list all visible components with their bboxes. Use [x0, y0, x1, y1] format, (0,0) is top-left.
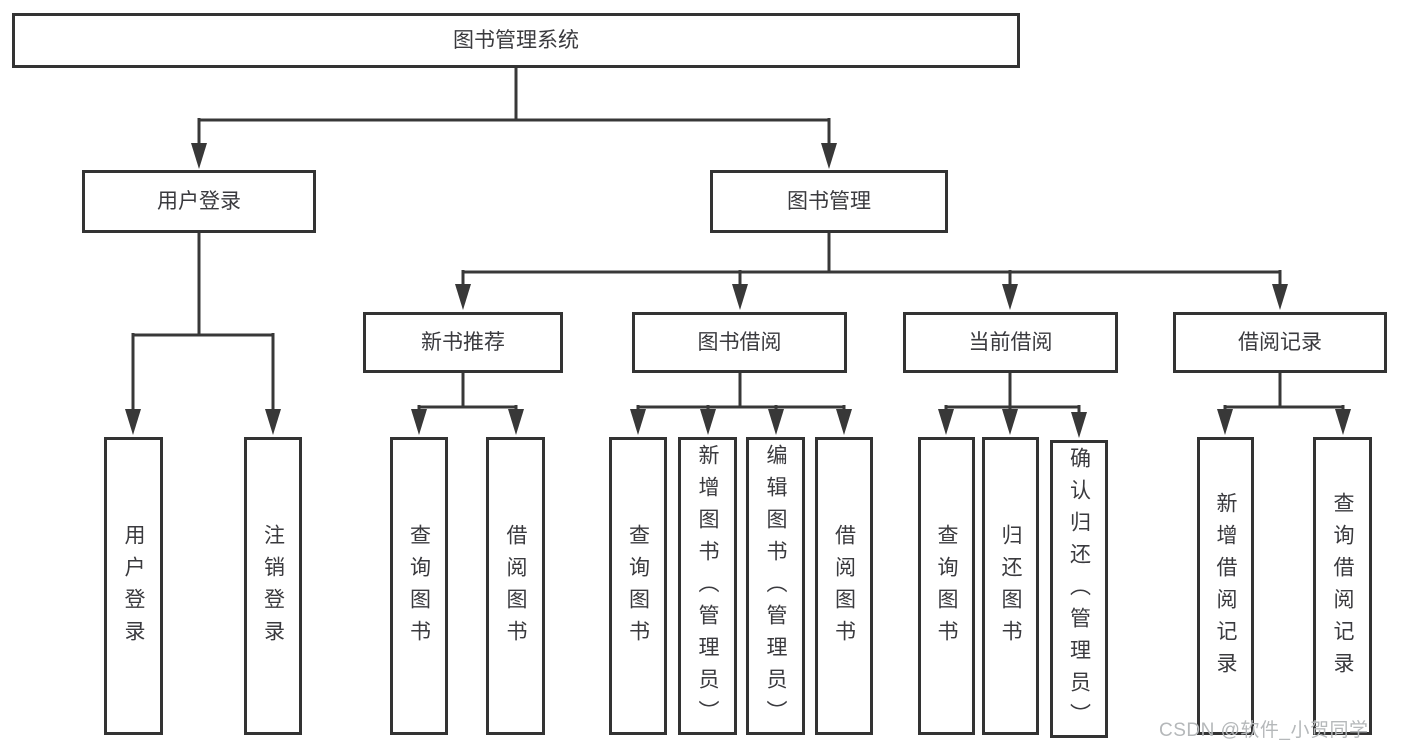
arrowheads-level3-to-leaves	[411, 409, 1351, 438]
node-user-login: 用户登录	[82, 170, 316, 233]
connectors-root-to-level2	[197, 66, 831, 146]
node-book-management: 图书管理	[710, 170, 948, 233]
node-current-borrow: 当前借阅	[903, 312, 1118, 373]
leaf-query-borrow-record: 查询借阅记录	[1313, 437, 1372, 735]
leaf-edit-books-admin: 编辑图书（管理员）	[746, 437, 805, 735]
leaf-borrow-books: 借阅图书	[815, 437, 873, 735]
leaf-query-books-current: 查询图书	[918, 437, 975, 735]
node-borrow-record: 借阅记录	[1173, 312, 1387, 373]
node-root-system: 图书管理系统	[12, 13, 1020, 68]
connectors-user-login-group	[131, 231, 275, 412]
leaf-logout: 注销登录	[244, 437, 302, 735]
csdn-watermark: CSDN @软件_小贺同学	[1159, 720, 1369, 741]
connectors-level3-to-leaves	[417, 371, 1345, 416]
connectors-book-mgmt-to-level3	[461, 231, 1282, 288]
leaf-return-books: 归还图书	[982, 437, 1039, 735]
node-new-book-recommend: 新书推荐	[363, 312, 563, 373]
arrowheads-root-to-level2	[191, 143, 837, 169]
leaf-confirm-return-admin: 确认归还（管理员）	[1050, 440, 1108, 738]
leaf-add-books-admin: 新增图书（管理员）	[678, 437, 737, 735]
leaf-user-login: 用户登录	[104, 437, 163, 735]
leaf-query-books-borrow: 查询图书	[609, 437, 667, 735]
leaf-query-books-recommend: 查询图书	[390, 437, 448, 735]
leaf-add-borrow-record: 新增借阅记录	[1197, 437, 1254, 735]
leaf-borrow-books-recommend: 借阅图书	[486, 437, 545, 735]
node-book-borrow: 图书借阅	[632, 312, 847, 373]
arrowheads-user-login-group	[125, 409, 281, 435]
arrowheads-book-mgmt-to-level3	[455, 284, 1288, 310]
